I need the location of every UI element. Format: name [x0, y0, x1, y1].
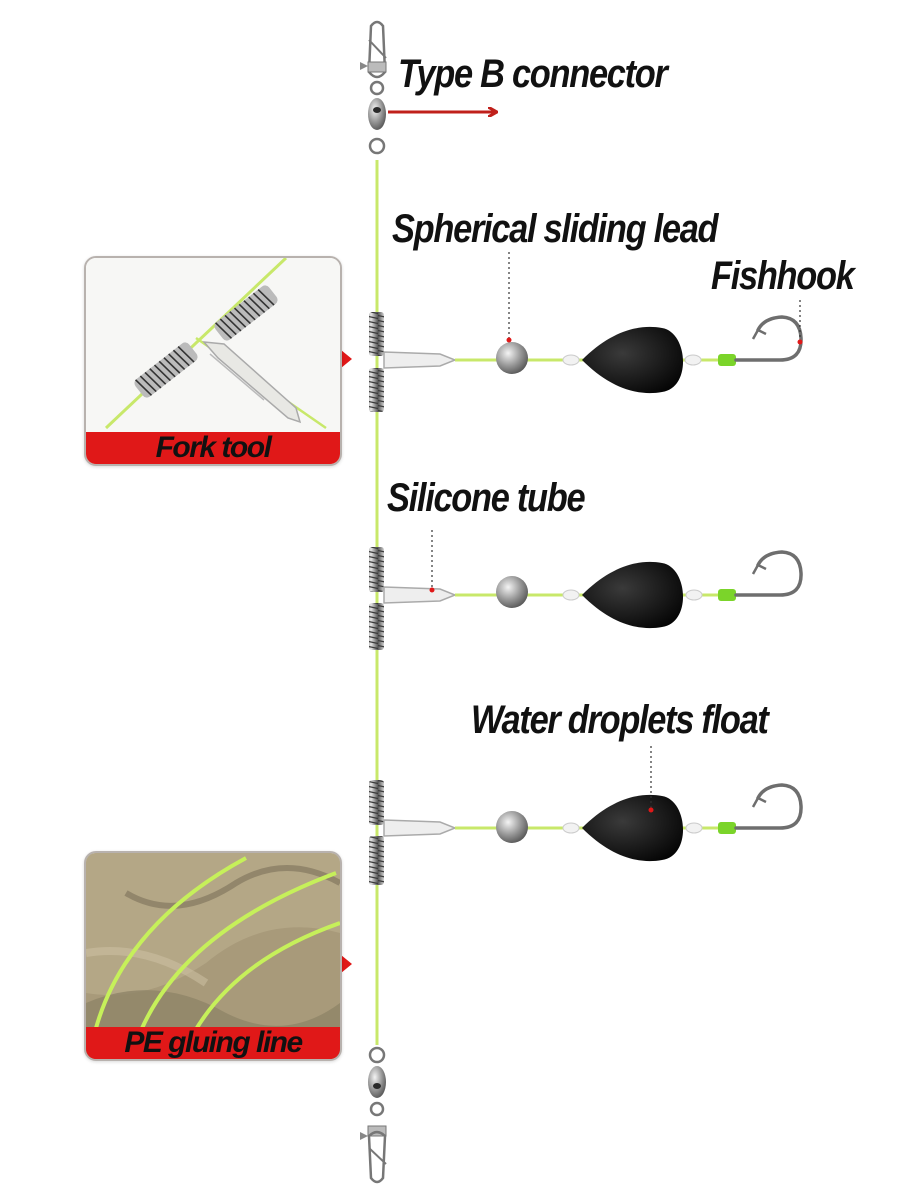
- fork-tool-closeup: [86, 258, 340, 464]
- label-silicone-tube: Silicone tube: [387, 476, 586, 520]
- water-droplet-float: [582, 326, 684, 394]
- leader-dots: [429, 337, 803, 813]
- water-droplet-float: [582, 561, 684, 629]
- label-type-b-connector: Type B connector: [398, 52, 668, 96]
- spring-coil: [369, 547, 384, 592]
- water-droplet-float: [582, 794, 684, 862]
- spring-coil: [369, 603, 384, 650]
- pe-line-banner: PE gluing line: [86, 1027, 340, 1059]
- sliding-lead-ball: [496, 342, 528, 374]
- pe-line-strand: [134, 871, 337, 1044]
- label-spherical-sliding-lead: Spherical sliding lead: [392, 207, 719, 251]
- spring-coil: [369, 836, 384, 885]
- sliding-lead-ball: [496, 576, 528, 608]
- spring-coil: [369, 312, 384, 356]
- line-pointer: [341, 955, 352, 973]
- fork-tool: [202, 341, 302, 424]
- sliding-lead-ball: [496, 811, 528, 843]
- silicone-tube: [383, 586, 458, 604]
- spring-coil: [369, 368, 384, 412]
- fishhook: [734, 315, 803, 362]
- bottom-connector: [360, 1046, 387, 1184]
- branch-1: [369, 312, 803, 412]
- leader-lines: [431, 252, 801, 810]
- label-fishhook: Fishhook: [711, 254, 855, 298]
- fork-tool-inset: Fork tool: [84, 256, 342, 466]
- fishhook: [734, 550, 803, 597]
- silicone-tube: [383, 819, 458, 837]
- spring-coil: [214, 285, 278, 341]
- fishhook: [734, 783, 803, 830]
- label-water-droplets-float: Water droplets float: [471, 698, 769, 742]
- silicone-tube: [383, 351, 458, 369]
- pe-line-strand: [94, 856, 247, 1029]
- spring-coil: [134, 342, 198, 398]
- branch-2: [369, 547, 803, 650]
- spring-coil: [369, 780, 384, 825]
- fork-pointer: [341, 350, 352, 368]
- fork-tool-banner: Fork tool: [86, 432, 340, 464]
- pe-line-inset: PE gluing line: [84, 851, 342, 1061]
- top-connector: [360, 20, 387, 155]
- branch-3: [369, 780, 803, 885]
